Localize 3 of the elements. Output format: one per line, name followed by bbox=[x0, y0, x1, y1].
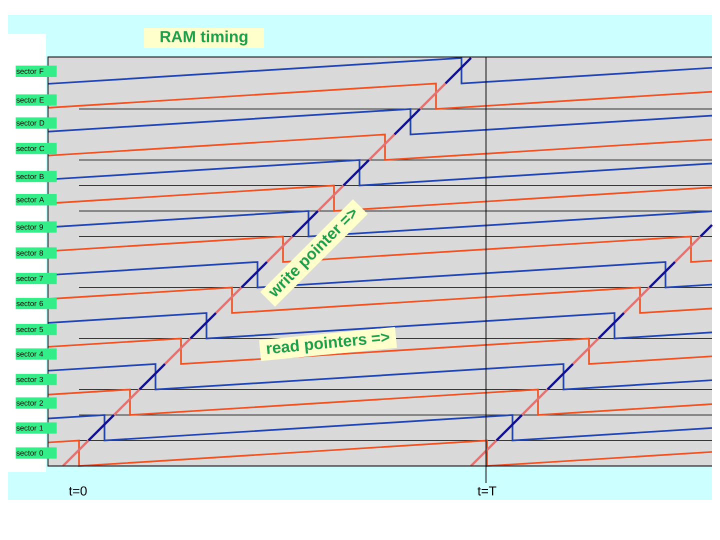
time-label: t=0 bbox=[69, 486, 87, 496]
title: RAM timing bbox=[144, 28, 264, 48]
time-label: t=T bbox=[478, 486, 496, 496]
